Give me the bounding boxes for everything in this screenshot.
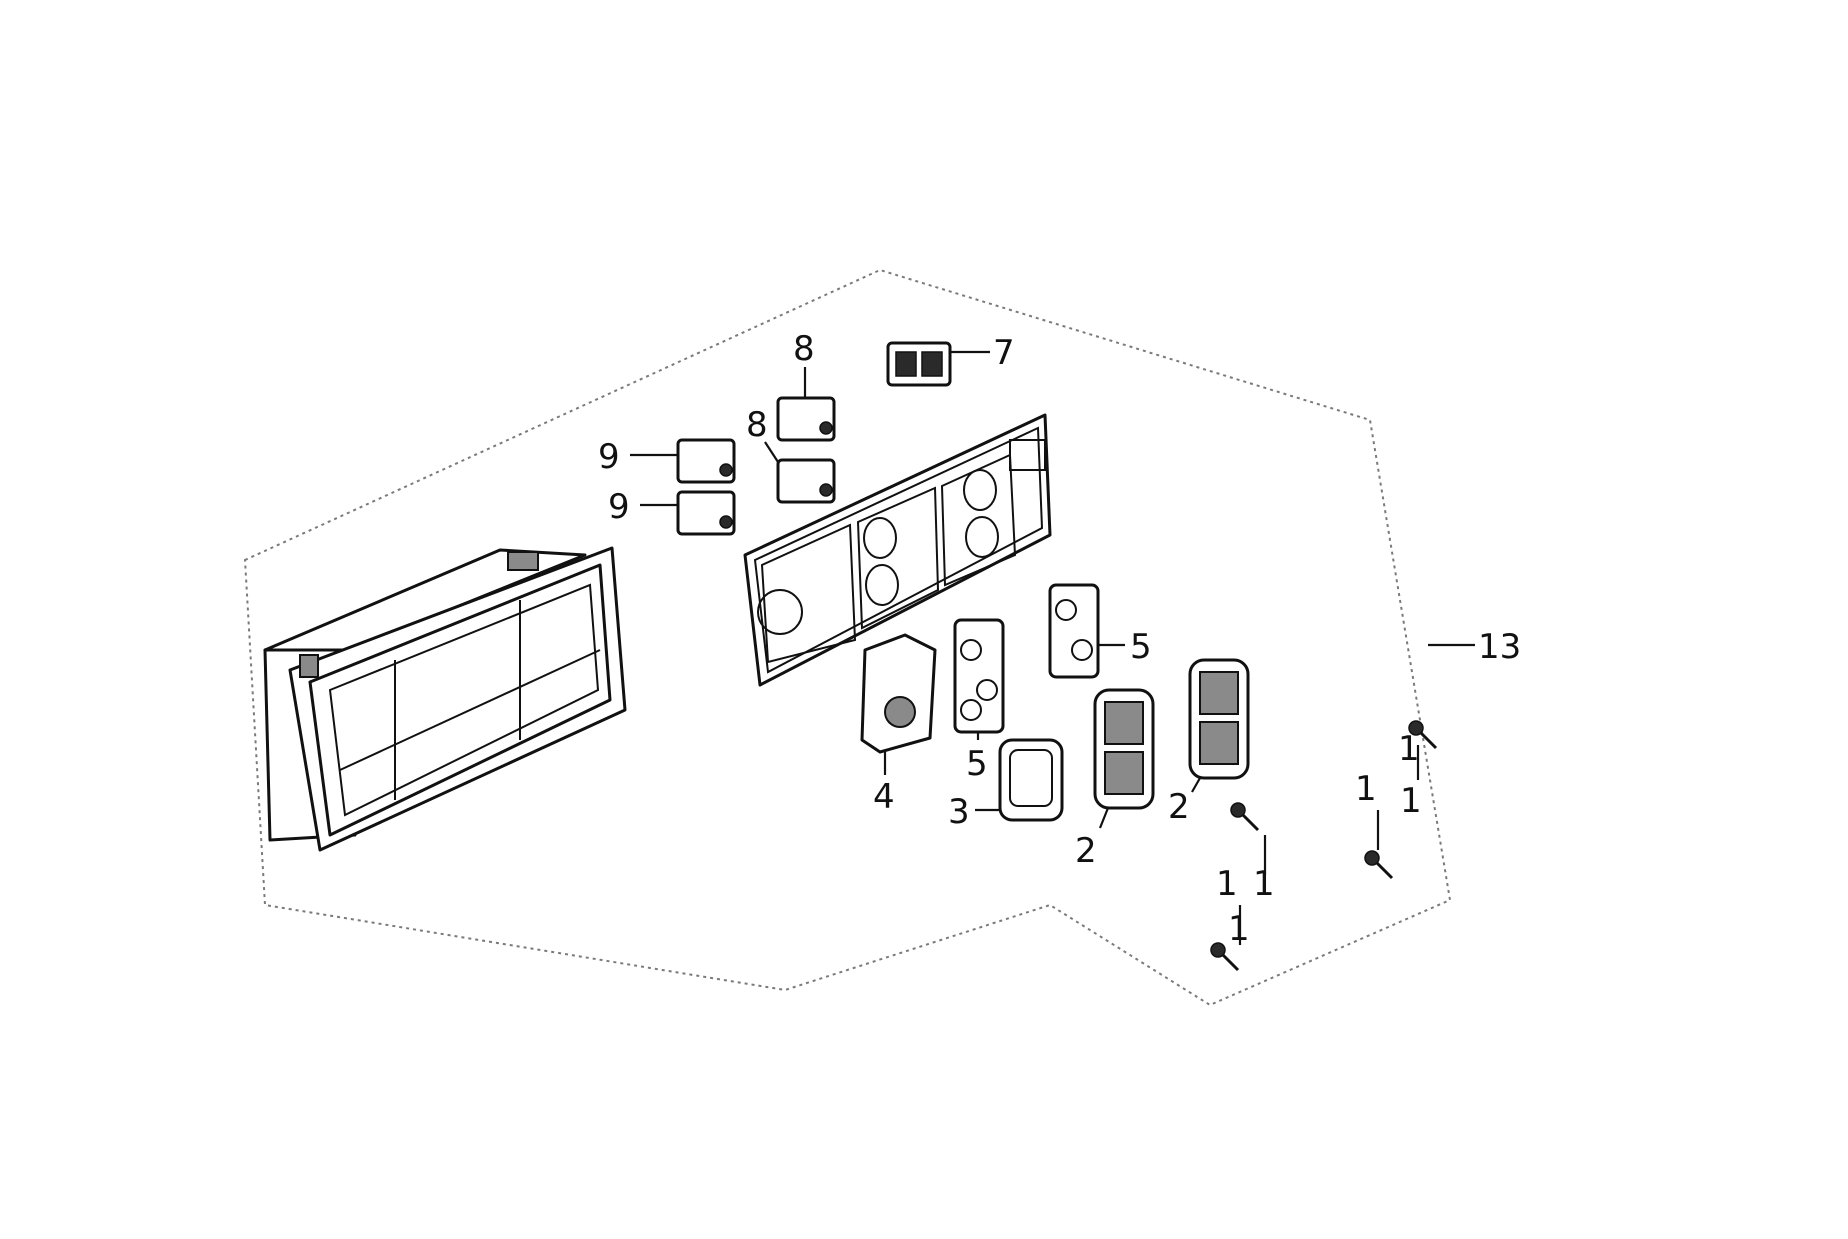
switch-9-upper [676,438,736,484]
callout-1: 1 [1216,864,1238,904]
switch-8-upper [776,396,836,442]
housing-box [263,546,627,852]
callout-1: 1 [1253,864,1275,904]
switch-7 [886,341,952,387]
part-3 [998,738,1064,822]
screw-1-c [1364,850,1394,880]
part-2-right [1188,658,1250,780]
leader-8b [764,441,779,463]
callout-2: 2 [1075,831,1097,871]
callout-4: 4 [873,777,895,817]
callout-1: 1 [1228,909,1250,949]
callout-8: 8 [746,405,768,445]
callout-9: 9 [598,437,620,477]
panel-plate [743,413,1052,687]
callout-5: 5 [1130,627,1152,667]
part-5-right [1048,583,1100,679]
callout-13: 13 [1478,627,1521,667]
leader-2b [1191,777,1201,793]
leader-2a [1098,807,1110,829]
callout-8: 8 [793,329,815,369]
callout-1: 1 [1398,729,1420,769]
callout-5: 5 [966,744,988,784]
callout-1: 1 [1400,781,1422,821]
part-4 [860,633,937,754]
screw-1-d [1408,720,1438,750]
part-2-left [1093,688,1155,810]
assembly-boundary [243,268,1452,1007]
switch-9-lower [676,490,736,536]
part-5-left [953,618,1005,734]
screw-1-b [1210,942,1240,972]
callout-3: 3 [948,792,970,832]
callout-1: 1 [1355,769,1377,809]
callout-9: 9 [608,487,630,527]
switch-8-lower [776,458,836,504]
screw-1-a [1230,802,1260,832]
callout-7: 7 [993,333,1015,373]
callout-2: 2 [1168,787,1190,827]
